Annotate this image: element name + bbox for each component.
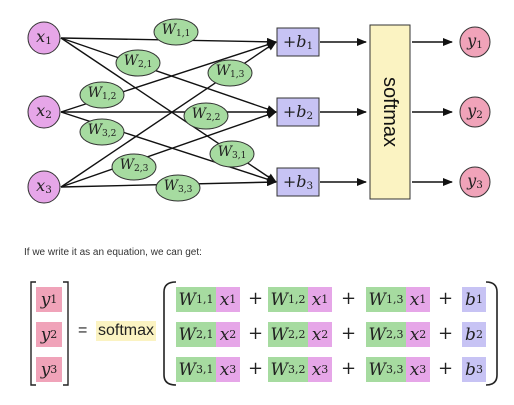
bias-box-1	[276, 27, 320, 57]
bias-box-2	[276, 97, 320, 127]
input-label-2: x2	[36, 101, 52, 121]
output-node-2	[459, 96, 491, 128]
plus-row2-1: +	[248, 323, 264, 344]
weight-node-2-1	[115, 49, 161, 77]
weight-node-2-3	[111, 153, 157, 181]
output-node-1	[459, 26, 491, 58]
weight-node-3-2	[79, 118, 125, 146]
weight-label-2-2: W2,2	[192, 106, 221, 123]
weight-node-1-3	[207, 59, 253, 87]
network-diagram: x1 x2 x3 W1,1W2,1W1,2 W1,3W3,2 W2,2W3,1W2,3W3…	[27, 18, 491, 204]
plus-row3-1: +	[248, 358, 264, 379]
plus-row1-2: +	[341, 288, 357, 309]
weight-node-1-1	[153, 18, 199, 46]
weight-label-2-3: W2,3	[120, 157, 149, 174]
input-node-3	[27, 170, 61, 204]
equals-sign: =	[78, 322, 88, 339]
weight-node-2-2	[183, 102, 229, 130]
plus-row3-2: +	[341, 358, 357, 379]
softmax-box	[369, 24, 411, 200]
bias-label-1: +b1	[283, 32, 313, 52]
input-node-1	[27, 21, 61, 55]
weight-label-3-3: W3,3	[164, 178, 193, 195]
rhs-right-bracket	[485, 281, 498, 386]
weight-label-1-3: W1,3	[216, 63, 245, 80]
softmax-label: softmax	[379, 77, 401, 147]
softmax-function: softmax	[96, 321, 157, 341]
weight-node-1-2	[79, 81, 125, 109]
weight-label-2-1: W2,1	[124, 53, 153, 70]
bias-label-3: +b3	[283, 172, 313, 192]
lhs-left-bracket	[30, 281, 36, 386]
input-node-2	[27, 95, 61, 129]
weight-label-1-2: W1,2	[88, 85, 117, 102]
bias-label-2: +b2	[283, 102, 313, 122]
weight-label-1-1: W1,1	[162, 22, 191, 39]
rhs-left-bracket	[163, 281, 177, 386]
lhs-right-bracket	[63, 281, 69, 386]
input-label-1: x1	[36, 27, 52, 47]
weight-node-3-3	[155, 174, 201, 202]
output-label-3: y3	[466, 171, 483, 191]
output-label-1: y1	[466, 31, 483, 51]
plus-row2-3: +	[438, 323, 454, 344]
plus-row3-3: +	[438, 358, 454, 379]
output-label-2: y2	[466, 101, 483, 121]
plus-row2-2: +	[341, 323, 357, 344]
caption-text: If we write it as an equation, we can ge…	[24, 247, 202, 258]
weight-label-3-1: W3,1	[218, 144, 247, 161]
plus-row1-1: +	[248, 288, 264, 309]
input-label-3: x3	[36, 176, 52, 196]
weight-label-3-2: W3,2	[88, 122, 117, 139]
bias-box-3	[276, 167, 320, 197]
plus-row1-3: +	[438, 288, 454, 309]
edge-x1-b2	[60, 37, 277, 113]
nodes: x1 x2 x3 W1,1W2,1W1,2 W1,3W3,2 W2,2W3,1W2,3W3…	[27, 18, 491, 204]
weight-node-3-1	[209, 140, 255, 168]
edge-x3-b2	[60, 111, 277, 188]
output-node-3	[459, 166, 491, 198]
